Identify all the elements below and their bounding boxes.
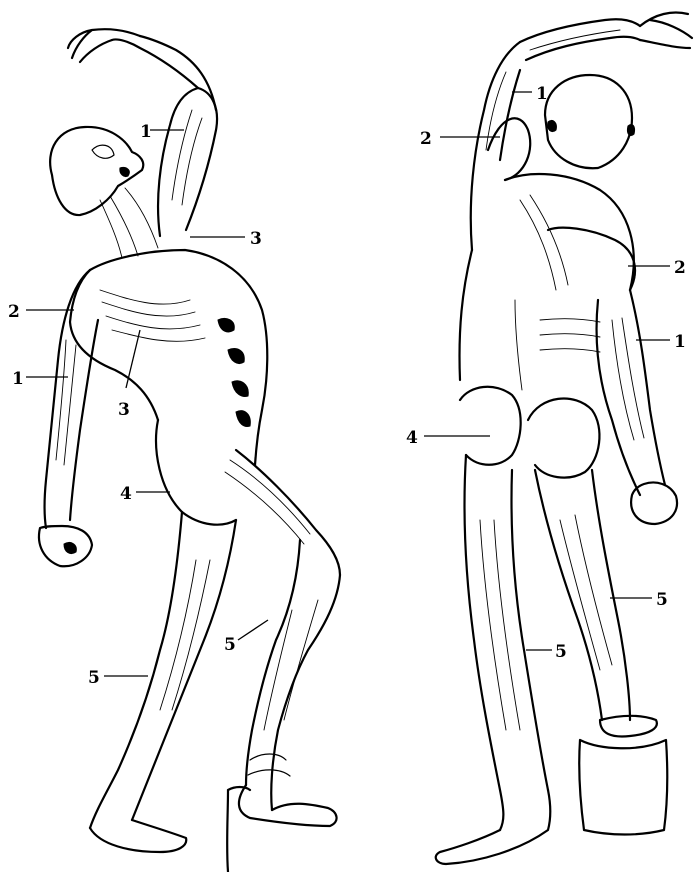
left-front-foot [239,785,337,826]
svg-text:1: 1 [140,122,152,142]
right-label-1-right: 1 [636,332,686,352]
left-label-5-low: 5 [88,668,148,688]
svg-text:2: 2 [8,302,20,322]
left-forearm-up [112,39,198,88]
right-figure [436,13,692,865]
left-label-1-mid: 1 [12,369,68,389]
svg-text:3: 3 [250,229,262,249]
left-label-1-top: 1 [140,122,184,142]
right-deltoid-left [488,118,530,180]
left-back-leg [90,512,182,828]
left-label-4: 4 [120,484,170,504]
left-mouth [120,167,129,176]
right-raised-arm [471,42,520,250]
right-leg-back [464,455,503,830]
right-leg-front [535,470,602,720]
right-foot-front [600,716,657,737]
svg-text:5: 5 [555,642,567,662]
svg-text:3: 3 [118,400,130,420]
svg-text:5: 5 [224,635,236,655]
left-hand-up [68,29,140,62]
right-label-1-top: 1 [512,84,548,104]
svg-text:1: 1 [674,332,686,352]
right-label-5-low: 5 [526,642,567,662]
right-label-4: 4 [406,428,490,448]
right-hand-up [640,13,692,49]
right-label-5-right: 5 [610,590,668,610]
left-eye [92,145,114,158]
left-raised-arm [158,88,217,236]
svg-text:2: 2 [420,129,432,149]
right-head [545,75,632,168]
svg-text:5: 5 [88,668,100,688]
svg-text:4: 4 [120,484,132,504]
svg-text:1: 1 [12,369,24,389]
right-foot-back [436,790,551,864]
right-back [505,174,634,290]
left-back-foot [90,820,186,852]
right-label-2-right: 2 [628,258,686,278]
left-figure [39,29,340,872]
right-buttock-left [460,387,521,465]
svg-text:5: 5 [656,590,668,610]
svg-text:1: 1 [536,84,548,104]
svg-text:2: 2 [674,258,686,278]
right-lowered-arm [630,290,665,485]
left-label-3-top: 3 [190,229,262,249]
left-label-3-mid: 3 [118,330,140,420]
left-front-leg [271,575,340,810]
left-hip [156,420,236,525]
left-label-5-mid: 5 [224,620,268,655]
right-pedestal [579,740,667,835]
left-lowered-arm [45,270,91,528]
svg-text:4: 4 [406,428,418,448]
